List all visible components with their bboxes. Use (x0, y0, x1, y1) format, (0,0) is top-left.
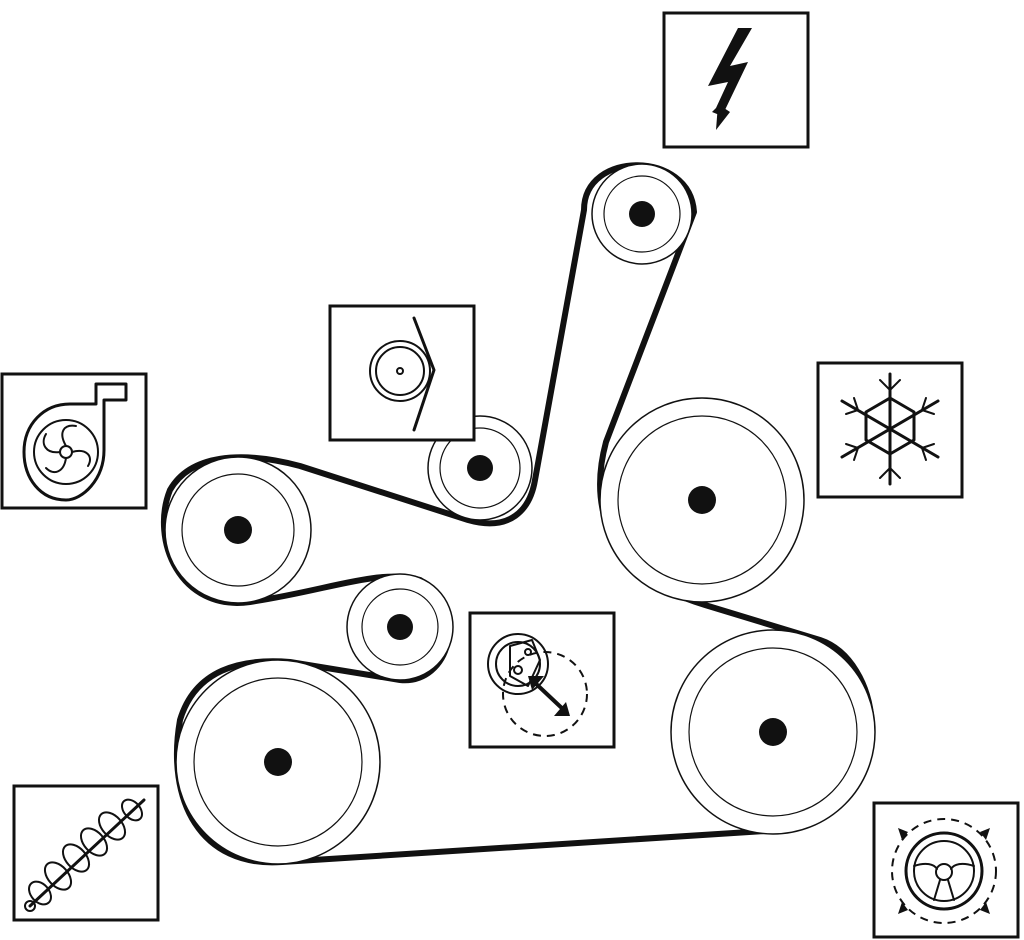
idler-icon-box (328, 304, 476, 442)
power-steering-icon-box (872, 801, 1020, 939)
idler-pulley-icon (369, 316, 436, 432)
ac-icon-box (816, 361, 964, 499)
tensioner-icon (487, 633, 588, 737)
lower-idler-pulley (346, 573, 454, 681)
crankshaft-icon-box (12, 784, 160, 922)
crankshaft-icon (24, 798, 146, 912)
water-pump-icon-box (0, 372, 148, 510)
alternator-pulley (591, 163, 693, 265)
tensioner-icon-box (468, 611, 616, 749)
water-pump-icon (22, 382, 128, 502)
snowflake-icon (840, 372, 940, 486)
ac-compressor-pulley (599, 397, 805, 603)
lightning-bolt-icon (708, 28, 752, 130)
alternator-icon-box (662, 11, 810, 149)
crankshaft-pulley (175, 659, 381, 865)
power-steering-pulley (670, 629, 876, 835)
steering-wheel-icon (891, 818, 997, 924)
water-pump-pulley (164, 456, 312, 604)
upper-idler-pulley (427, 415, 533, 521)
